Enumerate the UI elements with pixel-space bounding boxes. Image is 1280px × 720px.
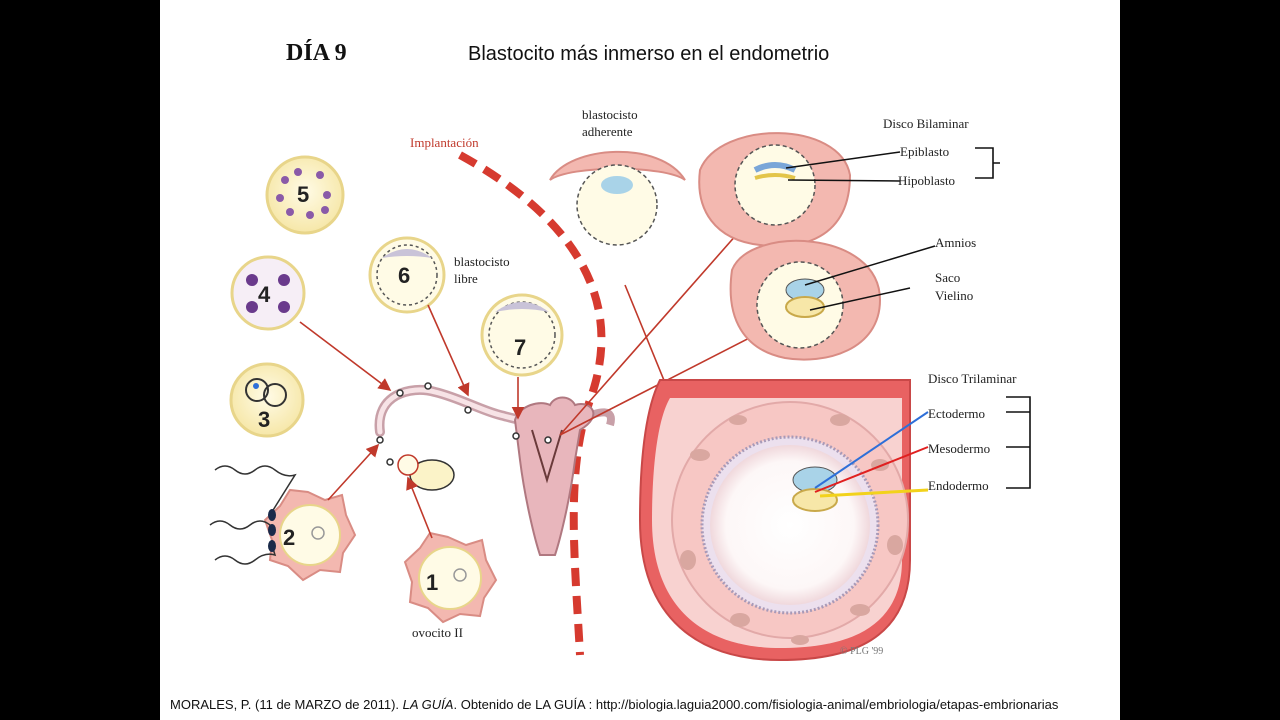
bilaminar-disc-stage — [698, 132, 901, 248]
trilaminar-title: Disco Trilaminar — [928, 371, 1017, 386]
epiblast-label: Epiblasto — [900, 144, 949, 159]
stage-3-cell: 3 — [229, 362, 305, 438]
stage-2-number: 2 — [283, 525, 295, 550]
stage-1-number: 1 — [426, 570, 438, 595]
citation-source: . Obtenido de LA GUÍA : http://biologia.… — [453, 697, 1059, 712]
yolk-sac-label-line1: Saco — [935, 270, 960, 285]
implantation-dashed-curve — [458, 151, 606, 656]
uterus-and-fallopian-tube — [374, 382, 615, 556]
stage-6-caption-line1: blastocisto — [454, 254, 510, 269]
amnion-label: Amnios — [935, 235, 976, 250]
illustration-signature: © PLG '99 — [840, 646, 883, 657]
stage-7-number: 7 — [514, 335, 526, 360]
stage-1-caption: ovocito II — [412, 625, 463, 640]
ectoderm-label: Ectodermo — [928, 406, 985, 421]
stage-3-number: 3 — [258, 407, 270, 432]
citation-text: MORALES, P. (11 de MARZO de 2011). — [170, 697, 403, 712]
stage-5-number: 5 — [297, 182, 309, 207]
adherent-label-line1: blastocisto — [582, 107, 638, 122]
mesoderm-label: Mesodermo — [928, 441, 990, 456]
implanted-blastocyst-trilaminar — [638, 379, 929, 662]
slide: DÍA 9 Blastocito más inmerso en el endom… — [160, 0, 1120, 720]
source-citation: MORALES, P. (11 de MARZO de 2011). LA GU… — [170, 697, 1058, 712]
citation-title: LA GUÍA — [402, 697, 454, 712]
stage-1-oocyte: 1 — [403, 531, 498, 624]
stage-4-number: 4 — [258, 282, 271, 307]
stage-2-cell: 2 — [209, 465, 357, 582]
stage-4-cell: 4 — [230, 255, 306, 331]
day-title: DÍA 9 — [286, 40, 347, 66]
embryo-development-diagram: Implantación 5 4 3 — [209, 107, 1031, 662]
stage-5-cell: 5 — [265, 155, 345, 235]
bilaminar-bracket — [975, 147, 1000, 179]
endoderm-label: Endodermo — [928, 478, 989, 493]
bilaminar-title: Disco Bilaminar — [883, 116, 969, 131]
trilaminar-bracket — [1006, 396, 1031, 489]
slide-title: Blastocito más inmerso en el endometrio — [468, 43, 830, 65]
stage-6-caption-line2: libre — [454, 271, 478, 286]
stage-6-blastocyst: 6 — [368, 236, 446, 314]
adherent-label-line2: adherente — [582, 124, 633, 139]
amnion-yolk-stage — [729, 239, 936, 361]
stage-6-number: 6 — [398, 263, 410, 288]
yolk-sac-label-line2: Vielino — [935, 288, 973, 303]
stage-7-blastocyst: 7 — [480, 293, 564, 377]
implantation-label: Implantación — [410, 135, 479, 150]
hypoblast-label: Hipoblasto — [898, 173, 955, 188]
adherent-blastocyst — [549, 150, 686, 246]
